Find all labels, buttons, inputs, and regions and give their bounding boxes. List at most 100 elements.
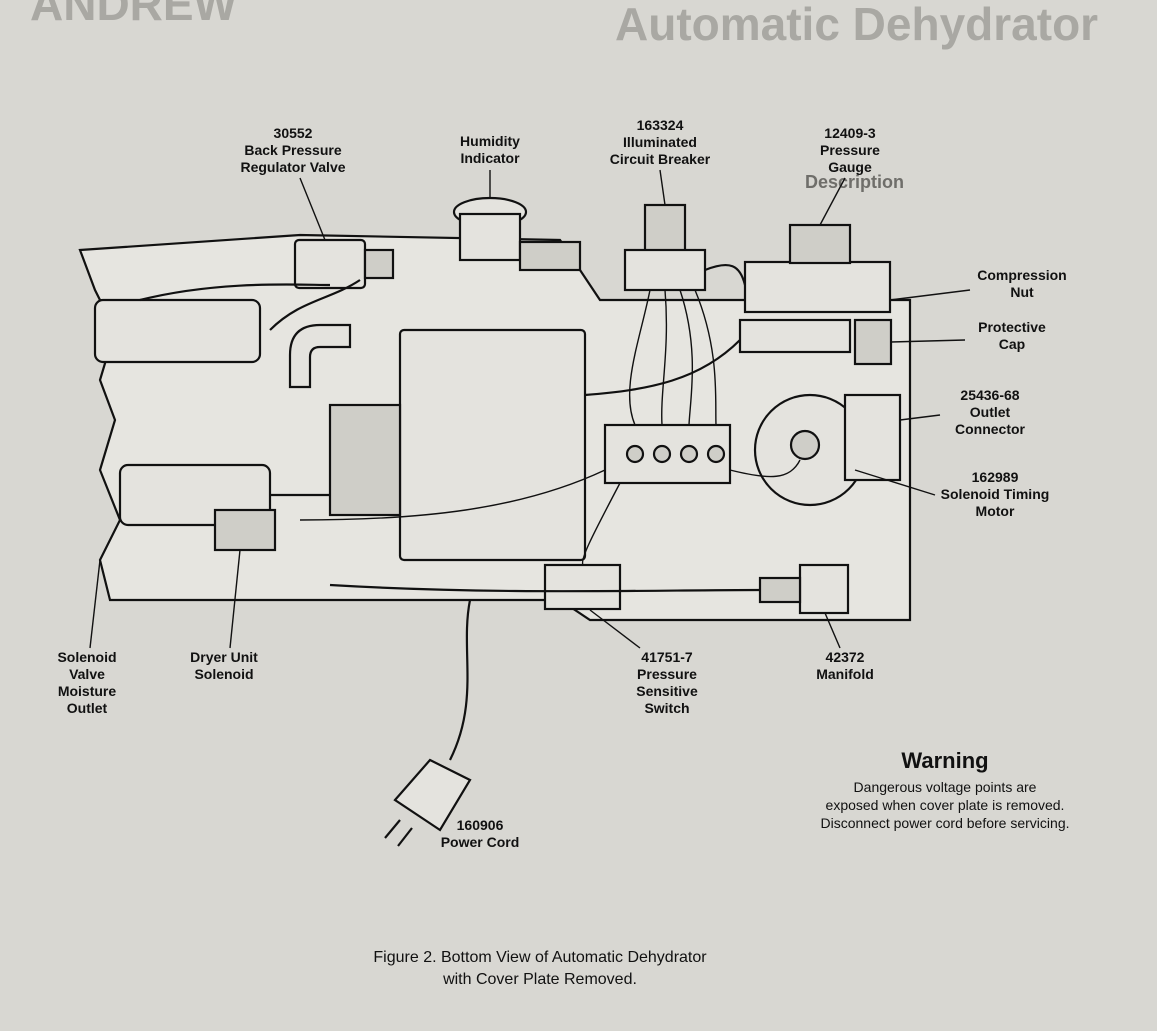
warning-line3: Disconnect power cord before servicing. [820, 815, 1069, 831]
label-humidity-indicator: Humidity Indicator [460, 133, 520, 198]
leader-dryer-solenoid [229, 549, 241, 649]
label-timing-motor-part: 162989 [972, 469, 1019, 485]
label-humidity-indicator-line1: Humidity [460, 133, 520, 149]
power-cord-wire [449, 599, 472, 761]
regulator-valve-nut [363, 248, 395, 280]
humidity-indicator-body [458, 212, 522, 262]
outlet-connector-body [738, 318, 852, 354]
label-power-cord-line1: Power Cord [441, 834, 520, 850]
power-plug [393, 758, 472, 832]
label-protective-cap-line1: Protective [978, 319, 1046, 335]
terminal-1 [625, 444, 645, 464]
humidity-indicator-fitting [518, 240, 582, 272]
leader-solenoid-valve [89, 559, 101, 649]
label-humidity-indicator-line2: Indicator [460, 150, 520, 166]
label-power-cord: 160906 Power Cord [441, 817, 520, 850]
label-manifold-line1: Manifold [816, 666, 874, 682]
manifold-block [798, 563, 850, 615]
manifold-tube [329, 583, 761, 593]
label-outlet-connector-part: 25436-68 [960, 387, 1019, 403]
plug-prong-2 [397, 827, 413, 847]
label-back-pressure-valve-part: 30552 [274, 125, 313, 141]
dehydrator-assembly [78, 196, 912, 847]
label-back-pressure-valve: 30552 Back Pressure Regulator Valve [240, 125, 346, 241]
protective-cap [853, 318, 893, 366]
leader-back-pressure-valve [299, 177, 326, 241]
upper-cylinder [93, 298, 262, 364]
label-back-pressure-valve-line2: Regulator Valve [240, 159, 345, 175]
elbow-fitting [288, 323, 352, 389]
label-protective-cap: Protective Cap [890, 319, 1046, 352]
circuit-breaker-body [643, 203, 687, 255]
label-solenoid-valve-line3: Moisture [58, 683, 117, 699]
label-compression-nut: Compression Nut [889, 267, 1067, 301]
caption-line2: with Cover Plate Removed. [442, 971, 637, 988]
wire-7 [581, 482, 621, 566]
plug-prong-1 [384, 819, 401, 839]
label-dryer-solenoid: Dryer Unit Solenoid [190, 549, 258, 682]
leader-compression-nut [889, 289, 971, 301]
label-circuit-breaker-line1: Illuminated [623, 134, 697, 150]
compressor-block [398, 328, 587, 562]
warning-line2: exposed when cover plate is removed. [826, 797, 1065, 813]
timing-motor-hub [789, 429, 821, 461]
label-timing-motor-line1: Solenoid Timing [941, 486, 1050, 502]
gauge-tube [704, 263, 747, 286]
label-pressure-switch-line2: Sensitive [636, 683, 698, 699]
wire-4 [694, 289, 717, 426]
label-compression-nut-line2: Nut [1010, 284, 1034, 300]
dryer-solenoid-body [213, 508, 277, 552]
label-pressure-gauge-part: 12409-3 [824, 125, 876, 141]
manifold-fitting [758, 576, 802, 604]
wire-5 [299, 469, 606, 521]
bg-heading-fragment: ANDREW [30, 0, 238, 30]
label-solenoid-valve-line4: Outlet [67, 700, 108, 716]
label-outlet-connector: 25436-68 Outlet Connector [899, 387, 1026, 437]
label-pressure-switch-line1: Pressure [637, 666, 697, 682]
label-power-cord-part: 160906 [457, 817, 504, 833]
wire-2 [661, 289, 668, 426]
label-pressure-switch: 41751-7 Pressure Sensitive Switch [589, 609, 698, 716]
pressure-gauge-top [788, 223, 852, 265]
label-solenoid-valve: Solenoid Valve Moisture Outlet [57, 559, 117, 716]
motor-housing [328, 403, 402, 517]
label-solenoid-valve-line1: Solenoid [57, 649, 116, 665]
label-pressure-gauge-line1: Pressure [820, 142, 880, 158]
bg-page-title: Automatic Dehydrator [615, 0, 1098, 50]
wire-1 [628, 289, 651, 426]
leader-protective-cap [890, 339, 966, 343]
leader-pressure-gauge [819, 177, 846, 226]
label-pressure-gauge-line2: Gauge [828, 159, 872, 175]
leader-circuit-breaker [659, 169, 666, 206]
wire-6 [729, 459, 801, 478]
label-dryer-solenoid-line2: Solenoid [194, 666, 253, 682]
label-solenoid-valve-line2: Valve [69, 666, 105, 682]
leader-pressure-switch [589, 609, 641, 649]
label-pressure-switch-part: 41751-7 [641, 649, 693, 665]
return-tube [584, 339, 741, 397]
leader-outlet-connector [899, 414, 941, 421]
figure-caption: Figure 2. Bottom View of Automatic Dehyd… [373, 949, 707, 988]
regulator-valve-body [293, 238, 367, 290]
label-manifold: 42372 Manifold [816, 612, 874, 682]
label-circuit-breaker-line2: Circuit Breaker [610, 151, 711, 167]
label-timing-motor: 162989 Solenoid Timing Motor [854, 469, 1050, 519]
leader-timing-motor [854, 469, 936, 496]
wire-3 [679, 289, 694, 426]
caption-line1: Figure 2. Bottom View of Automatic Dehyd… [373, 949, 707, 966]
label-outlet-connector-line1: Outlet [970, 404, 1011, 420]
pressure-gauge-housing [743, 260, 892, 314]
warning-notice: Warning Dangerous voltage points are exp… [820, 748, 1069, 831]
timing-motor-bracket [843, 393, 902, 482]
label-outlet-connector-line2: Connector [955, 421, 1026, 437]
warning-title: Warning [901, 748, 988, 773]
label-compression-nut-line1: Compression [977, 267, 1066, 283]
warning-line1: Dangerous voltage points are [854, 779, 1037, 795]
label-back-pressure-valve-line1: Back Pressure [244, 142, 342, 158]
terminal-4 [706, 444, 726, 464]
terminal-3 [679, 444, 699, 464]
terminal-2 [652, 444, 672, 464]
circuit-breaker-base [623, 248, 707, 292]
front-tube [139, 283, 331, 302]
